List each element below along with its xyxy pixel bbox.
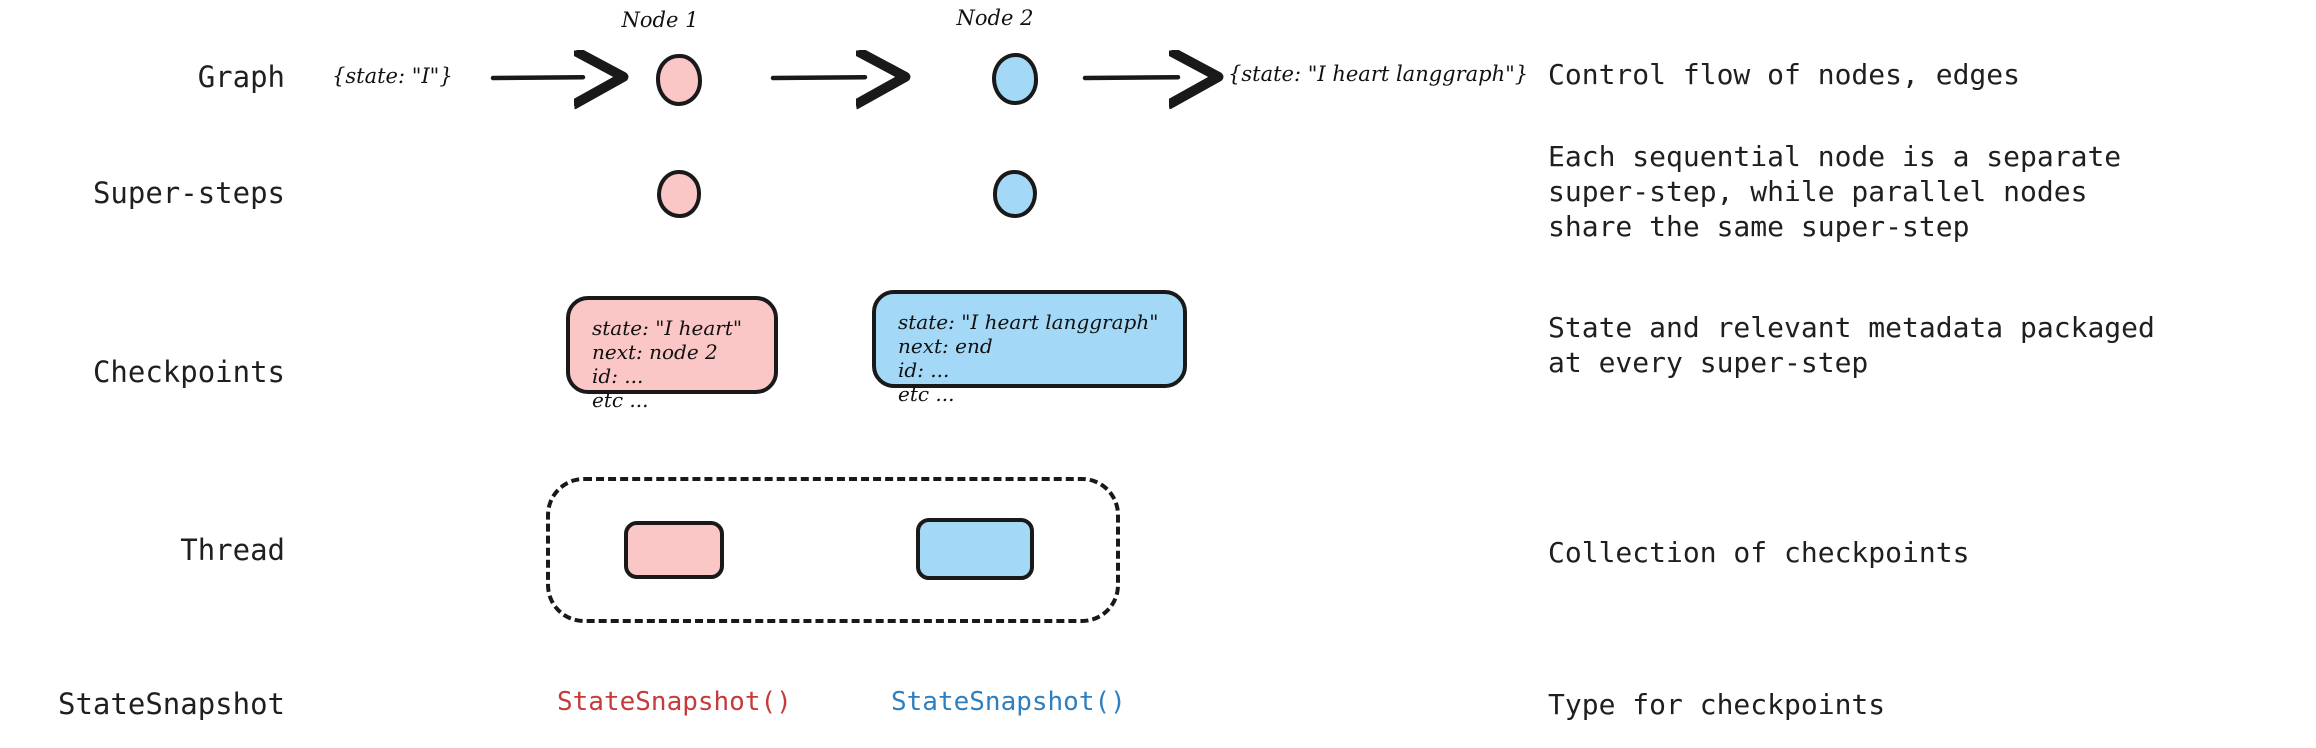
checkpoint-line: id: ... [898,358,950,382]
superstep-node-2[interactable] [993,170,1037,218]
checkpoint-line: state: "I heart langgraph" [898,310,1159,334]
node-1-caption: Node 1 [621,8,699,32]
checkpoint-line: etc ... [592,388,649,412]
desc-checkpoints: State and relevant metadata packaged at … [1548,311,2155,379]
row-label-thread: Thread [180,533,285,567]
checkpoint-line: id: ... [592,364,644,388]
desc-super-steps: Each sequential node is a separate super… [1548,140,2122,243]
arrow-input-to-node1 [490,77,583,78]
row-label-graph: Graph [197,60,285,94]
desc-thread: Collection of checkpoints [1548,536,1970,569]
statesnapshot-label-blue[interactable]: StateSnapshot() [891,687,1126,717]
desc-statesnapshot: Type for checkpoints [1548,688,1886,721]
desc-graph: Control flow of nodes, edges [1548,58,2021,91]
graph-input-state-caption: {state: "I"} [332,64,453,88]
superstep-node-1[interactable] [657,170,701,218]
graph-output-state-caption: {state: "I heart langgraph"} [1228,62,1529,86]
row-label-checkpoints: Checkpoints [92,355,285,389]
thread-chip-blue[interactable] [916,518,1034,580]
row-label-super-steps: Super-steps [92,176,285,210]
arrow-node2-to-output [1082,77,1178,78]
statesnapshot-label-pink[interactable]: StateSnapshot() [557,687,792,717]
checkpoint-box-pink[interactable]: state: "I heart" next: node 2 id: ... et… [566,296,778,412]
checkpoint-line: next: node 2 [592,340,718,364]
row-label-statesnapshot: StateSnapshot [58,687,285,721]
checkpoint-line: state: "I heart" [592,316,743,340]
checkpoint-line: etc ... [898,382,955,406]
graph-node-1[interactable] [656,54,702,106]
checkpoint-line: next: end [898,334,993,358]
checkpoint-box-blue[interactable]: state: "I heart langgraph" next: end id:… [872,290,1187,406]
arrow-node1-to-node2 [770,77,865,78]
thread-chip-pink[interactable] [624,521,724,579]
node-2-caption: Node 2 [956,6,1034,30]
graph-node-2[interactable] [992,53,1038,105]
thread-container[interactable] [546,477,1120,623]
